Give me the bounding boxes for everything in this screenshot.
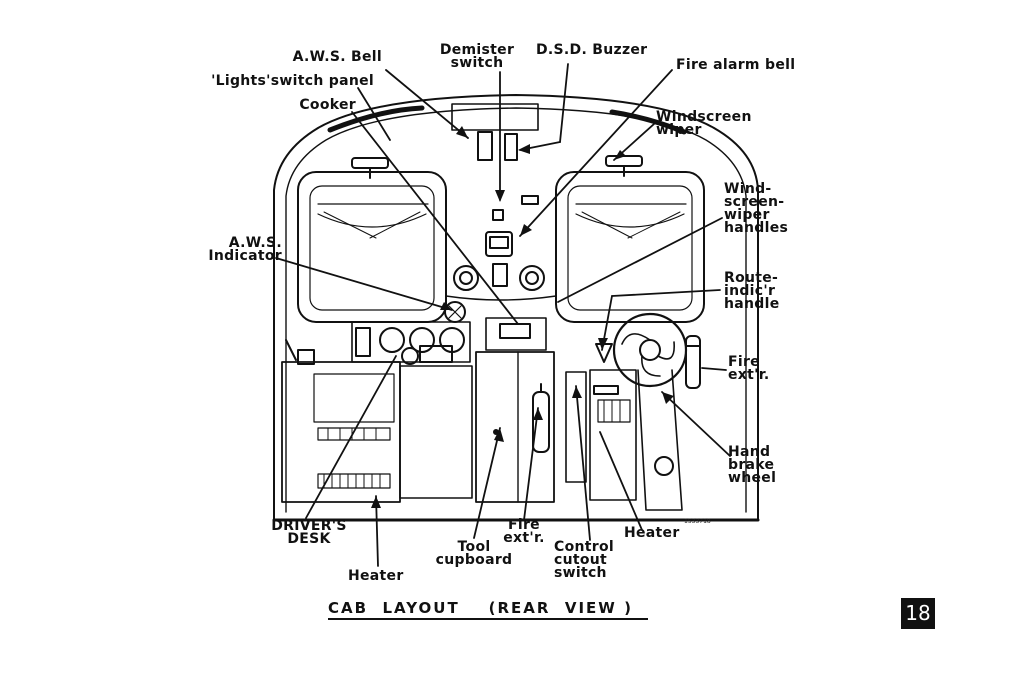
wiper-handle-left [351,157,389,169]
label-heater-left: Heater [348,568,404,584]
cab-outline [273,94,759,521]
drawing-code: 1533718 [684,518,711,525]
instrument-panel [351,321,471,363]
leader-drivers-desk [305,355,397,519]
leader-dsd-buzzer [559,63,569,143]
heater-right-cabinet [589,369,637,501]
gauge-right [519,265,545,291]
cab-inner-outline [285,107,747,513]
wiper-handle-right [605,155,643,167]
label-fire-extinguisher-center: Fire ext'r. [503,517,545,546]
label-dsd-buzzer: D.S.D. Buzzer [536,42,648,58]
leader-lights-switch [357,87,391,141]
page-number-badge: 18 [901,598,935,629]
tool-cupboard-shape [475,351,555,503]
leader-fire-alarm [519,69,673,237]
label-lights-switch-panel: 'Lights'switch panel [211,73,374,89]
leader-aws-bell [385,69,469,139]
leader-hand-brake [661,391,731,457]
label-control-cutout-switch: Control cutout switch [554,539,614,581]
leader-cooker [351,111,519,325]
windscreen-right [555,171,705,323]
aws-indicator-shape [444,301,466,323]
drivers-desk-body [281,361,401,503]
demister-switch-shape [492,209,504,221]
label-windscreen-wiper-handles: Wind- screen- wiper handles [724,181,789,236]
diagram-caption: CAB LAYOUT (REAR VIEW ) [328,599,648,620]
gauge-left [453,265,479,291]
label-cooker: Cooker [299,97,356,113]
leader-heater-right [599,431,643,531]
label-fire-alarm-bell: Fire alarm bell [676,57,796,73]
leader-aws-indicator [275,257,453,311]
fire-extinguisher-right-shape [685,335,701,389]
label-tool-cupboard: Tool cupboard [435,539,513,568]
heater-left-grille [317,473,391,489]
leader-wiper-handles [557,217,723,303]
label-route-indicator-handle: Route- indic'r handle [724,270,780,312]
windscreen-left [297,171,447,323]
label-aws-bell: A.W.S. Bell [292,49,382,65]
hand-brake-wheel-shape [612,312,688,388]
label-aws-indicator: A.W.S. Indicator [208,235,282,264]
cooker-shape [485,317,547,351]
dsd-buzzer-shape [485,231,513,257]
label-demister-switch: Demister switch [439,42,515,71]
label-windscreen-wiper: Windscreen wiper [656,109,752,138]
label-hand-brake-wheel: Hand brake wheel [728,444,777,486]
control-cutout-switch-shape [565,371,587,483]
label-heater-right: Heater [624,525,680,541]
aws-bell-box [451,103,539,131]
label-drivers-desk: DRIVER'S DESK [271,518,347,547]
leader-route-indicator [611,289,721,297]
leader-tool-cupboard [473,427,501,539]
leader-fire-ext-right [701,367,727,371]
leader-fire-ext-center [523,407,539,521]
leader-control-cutout [575,385,591,541]
label-fire-extinguisher-right: Fire ext'r. [728,354,770,383]
